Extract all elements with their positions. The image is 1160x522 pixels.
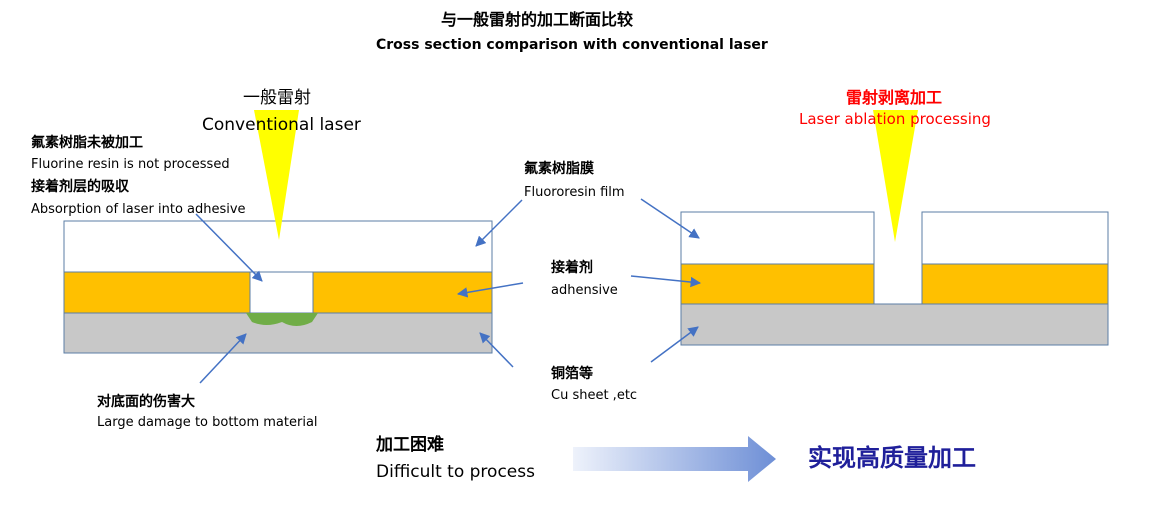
arrow-absorption	[195, 213, 263, 282]
right-film-layer-a	[680, 211, 875, 265]
pointer-arrows	[195, 198, 702, 384]
left-heading-en: Conventional laser	[202, 115, 361, 135]
bottom-damage-region	[246, 313, 318, 326]
label-adhesive-en: adhensive	[551, 283, 618, 298]
title-cn: 与一般雷射的加工断面比较	[441, 10, 634, 29]
label-copper-en: Cu sheet ,etc	[551, 388, 638, 403]
label-damage-cn: 对底面的伤害大	[97, 394, 195, 410]
label-absorption-en: Absorption of laser into adhesive	[31, 202, 246, 217]
right-heading-en: Laser ablation processing	[799, 110, 991, 128]
arrow-damage	[199, 333, 247, 384]
left-adhesive-layer-a	[63, 271, 251, 314]
right-copper-layer	[680, 303, 1109, 346]
label-copper-cn: 铜箔等	[551, 366, 593, 382]
arrow-film-left	[475, 199, 523, 247]
label-not-processed-cn: 氟素树脂未被加工	[31, 135, 143, 151]
right-adhesive-layer-b	[921, 263, 1109, 305]
left-laser-beam	[254, 110, 299, 240]
difficult-en: Difficult to process	[376, 462, 535, 482]
process-result-arrow	[573, 436, 776, 482]
arrow-film-right	[640, 198, 700, 239]
arrow-adhesive-left	[456, 282, 524, 298]
arrow-copper-right	[650, 326, 699, 363]
left-heading-cn: 一般雷射	[243, 88, 311, 108]
result-cn: 实现高质量加工	[808, 444, 976, 472]
label-not-processed-en: Fluorine resin is not processed	[31, 157, 230, 172]
label-film-cn: 氟素树脂膜	[524, 161, 594, 177]
label-damage-en: Large damage to bottom material	[97, 415, 318, 430]
arrow-copper-left	[479, 332, 514, 368]
right-heading-cn: 雷射剥离加工	[846, 88, 943, 107]
label-absorption-cn: 接着剂层的吸収	[31, 179, 129, 195]
title-en: Cross section comparison with convention…	[376, 37, 768, 53]
right-laser-beam	[873, 110, 918, 242]
right-film-layer-b	[921, 211, 1109, 265]
right-cross-section	[680, 211, 1109, 346]
arrow-adhesive-right	[630, 275, 702, 288]
label-adhesive-cn: 接着剂	[551, 260, 593, 276]
right-adhesive-layer-a	[680, 263, 875, 305]
label-film-en: Fluororesin film	[524, 185, 625, 200]
difficult-cn: 加工困难	[376, 435, 444, 455]
left-cross-section	[63, 220, 493, 354]
